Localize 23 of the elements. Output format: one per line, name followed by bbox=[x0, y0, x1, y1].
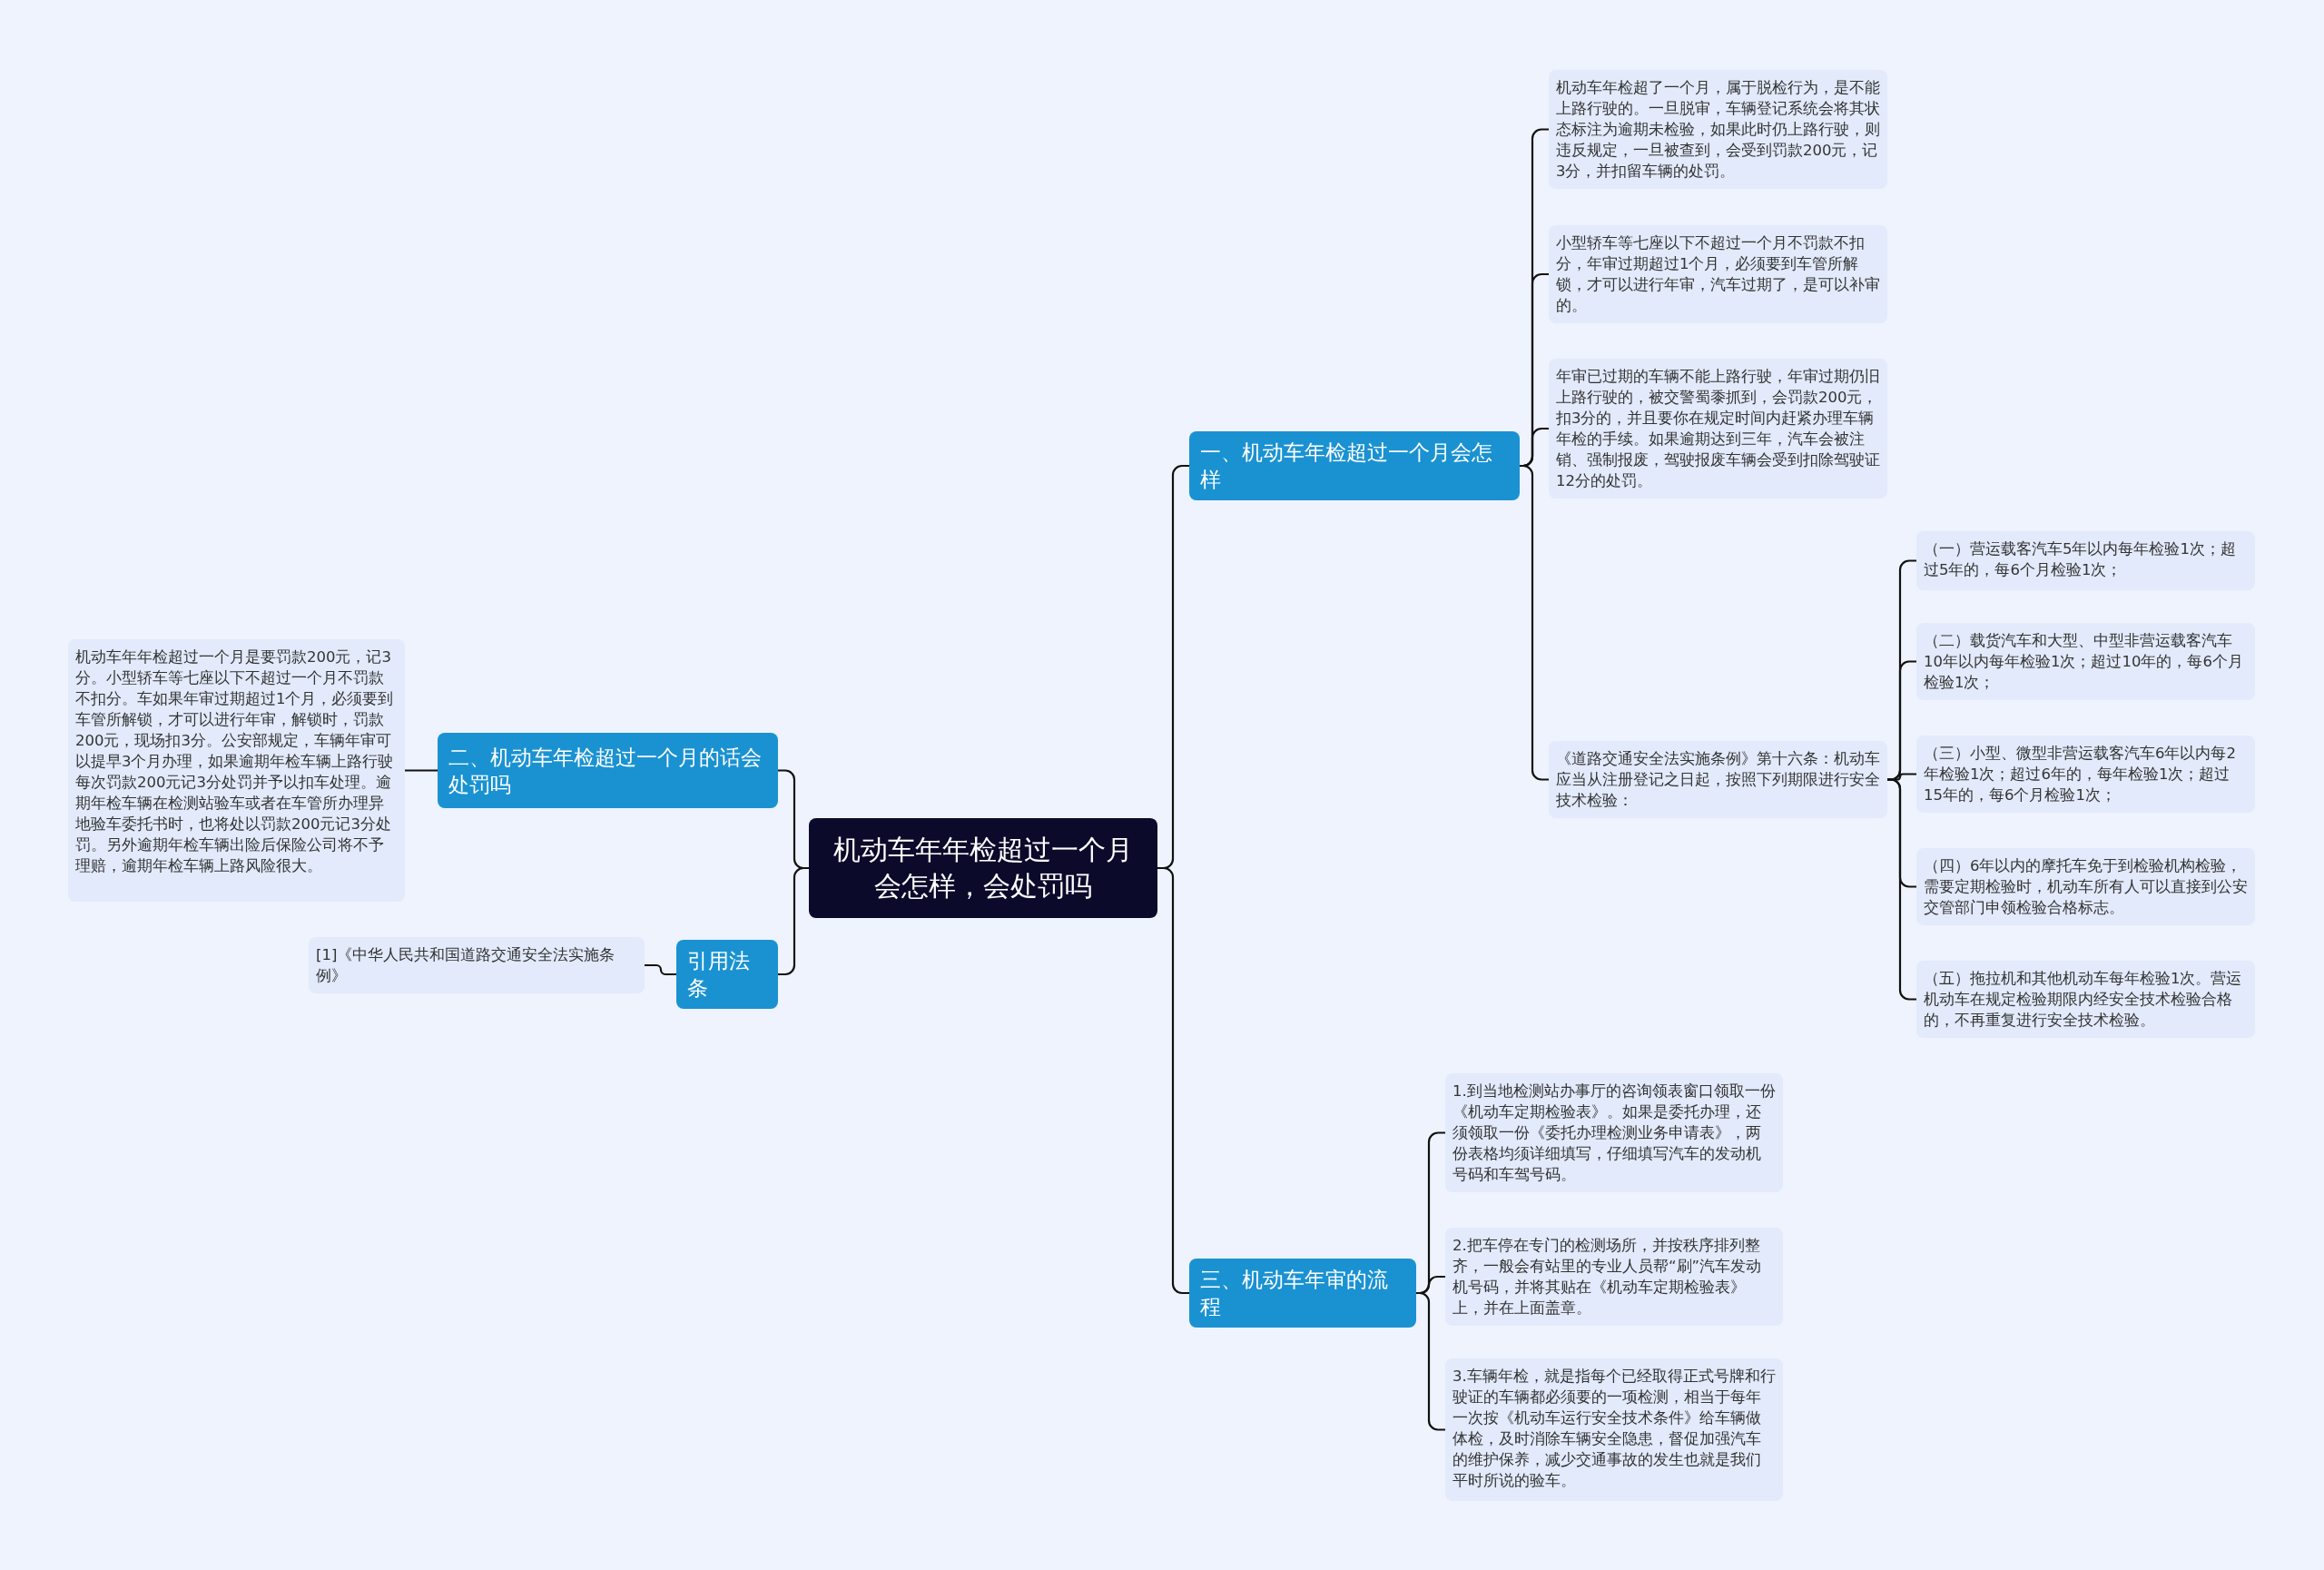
text-card: （四）6年以内的摩托车免于到检验机构检验，需要定期检验时，机动车所有人可以直接到公安交管部门申领检验合格标志。 bbox=[1916, 848, 2255, 925]
text-card: 《道路交通安全法实施条例》第十六条：机动车应当从注册登记之日起，按照下列期限进行安全技术检验： bbox=[1549, 741, 1887, 818]
branch-topic: 三、机动车年审的流程 bbox=[1189, 1259, 1416, 1328]
branch-topic: 二、机动车年检超过一个月的话会处罚吗 bbox=[438, 733, 778, 808]
text-card: 机动车年检超了一个月，属于脱检行为，是不能上路行驶的。一旦脱审，车辆登记系统会将其状态标注为逾期未检验，如果此时仍上路行驶，则违反规定，一旦被查到，会受到罚款200元，记3分，并扣留车辆的处罚。 bbox=[1549, 70, 1887, 189]
text-card: （一）营运载客汽车5年以内每年检验1次；超过5年的，每6个月检验1次； bbox=[1916, 531, 2255, 590]
text-card: （三）小型、微型非营运载客汽车6年以内每2年检验1次；超过6年的，每年检验1次；超过15年的，每6个月检验1次； bbox=[1916, 736, 2255, 813]
text-card: （二）载货汽车和大型、中型非营运载客汽车10年以内每年检验1次；超过10年的，每6个月检验1次； bbox=[1916, 623, 2255, 700]
text-card: 2.把车停在专门的检测场所，并按秩序排列整齐，一般会有站里的专业人员帮“刷”汽车发动机号码，并将其贴在《机动车定期检验表》上，并在上面盖章。 bbox=[1445, 1228, 1783, 1326]
connector-line bbox=[405, 769, 438, 772]
text-card: 机动车年年检超过一个月是要罚款200元，记3分。小型轿车等七座以下不超过一个月不罚款不扣分。车如果年审过期超过1个月，必须要到车管所解锁，才可以进行年审，解锁时，罚款200元，现场扣3分。公安部规定，车辆年审可以提早3个月办理，如果逾期年检车辆上路行驶每次罚款200元记3分处罚并予以扣车处理。逾期年检车辆在检测站验车或者在车管所办理异地验车委托书时，也将处以罚款200元记3分处罚。另外逾期年检车辆出险后保险公司将不予理赔，逾期年检车辆上路风险很大。 bbox=[68, 639, 405, 902]
text-card: 3.车辆年检，就是指每个已经取得正式号牌和行驶证的车辆都必须要的一项检测，相当于每年一次按《机动车运行安全技术条件》给车辆做体检，及时消除车辆安全隐患，督促加强汽车的维护保养，减少交通事故的发生也就是我们平时所说的验车。 bbox=[1445, 1358, 1783, 1501]
text-card: 年审已过期的车辆不能上路行驶，年审过期仍旧上路行驶的，被交警蜀黍抓到，会罚款200元，扣3分的，并且要你在规定时间内赶紧办理车辆年检的手续。如果逾期达到三年，汽车会被注销、强制报废，驾驶报废车辆会受到扣除驾驶证12分的处罚。 bbox=[1549, 359, 1887, 499]
connector-line bbox=[1887, 778, 1916, 1001]
text-card: 小型轿车等七座以下不超过一个月不罚款不扣分，年审过期超过1个月，必须要到车管所解锁，才可以进行年审，汽车过期了，是可以补审的。 bbox=[1549, 225, 1887, 323]
branch-topic: 引用法条 bbox=[676, 940, 778, 1009]
connector-line bbox=[645, 963, 676, 976]
central-topic: 机动车年年检超过一个月会怎样，会处罚吗 bbox=[809, 818, 1157, 918]
branch-topic: 一、机动车年检超过一个月会怎样 bbox=[1189, 431, 1520, 500]
connector-line bbox=[778, 866, 809, 976]
text-card: （五）拖拉机和其他机动车每年检验1次。营运机动车在规定检验期限内经安全技术检验合格的，不再重复进行安全技术检验。 bbox=[1916, 961, 2255, 1038]
text-card: 1.到当地检测站办事厅的咨询领表窗口领取一份《机动车定期检验表》。如果是委托办理，还须领取一份《委托办理检测业务申请表》，两份表格均须详细填写，仔细填写汽车的发动机号码和车驾号码。 bbox=[1445, 1073, 1783, 1192]
text-card: [1]《中华人民共和国道路交通安全法实施条例》 bbox=[309, 937, 645, 993]
